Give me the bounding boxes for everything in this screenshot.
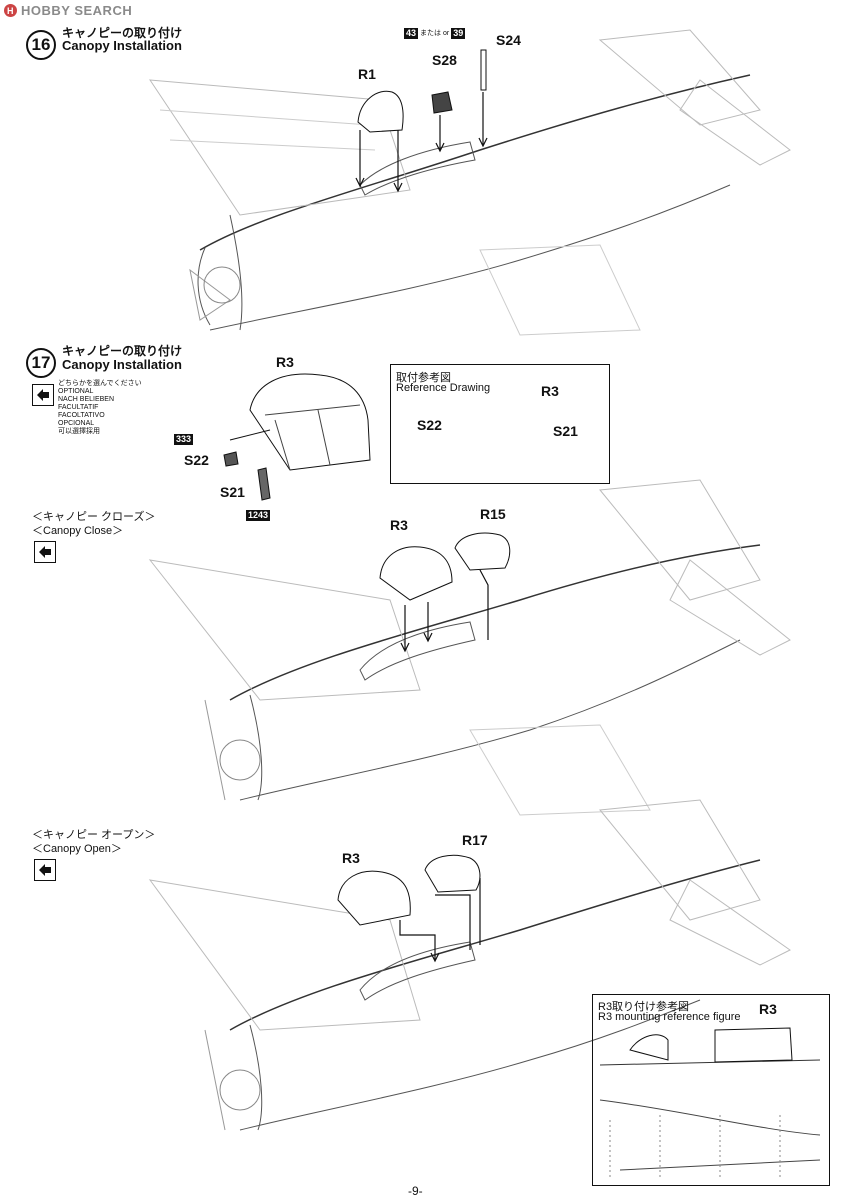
- reference-drawing-box: 取付参考図 Reference Drawing R3 S22 S21: [390, 364, 610, 484]
- canopy-close-label-r15: R15: [480, 506, 506, 522]
- choice-box-39: 39: [451, 28, 466, 39]
- part-label-r1: R1: [358, 66, 376, 82]
- step-17-title-en: Canopy Installation: [62, 357, 182, 372]
- part-label-s21: S21: [220, 484, 245, 500]
- canopy-open-label-jp: ＜キャノピー オープン＞: [32, 829, 156, 841]
- aircraft-drawing-step16: [149, 29, 791, 336]
- step-17-number: 17: [26, 348, 56, 378]
- optional-text-line: 可以選擇採用: [58, 428, 100, 435]
- optional-text-line: NACH BELIEBEN: [58, 396, 115, 403]
- canopy-open-label-r3: R3: [342, 850, 360, 866]
- watermark: H HOBBY SEARCH: [4, 3, 132, 18]
- reference-label-s21: S21: [553, 423, 578, 439]
- part-box-1243: 1243: [246, 510, 271, 521]
- r3-mounting-reference-box: R3取り付け参考図 R3 mounting reference figure R…: [592, 994, 830, 1186]
- r3-reference-title-en: R3 mounting reference figure: [598, 1011, 741, 1023]
- step-17-title-jp: キャノピーの取り付け: [62, 344, 183, 358]
- part-label-s24: S24: [496, 32, 521, 48]
- step-16-title-jp: キャノピーの取り付け: [62, 26, 183, 40]
- page-number: -9-: [408, 1184, 423, 1198]
- aircraft-drawing-canopy-open: [148, 799, 791, 1131]
- reference-label-s22: S22: [417, 417, 442, 433]
- part-box-333: 333: [174, 434, 194, 445]
- step-16-title-en: Canopy Installation: [62, 38, 182, 53]
- optional-text-line: FACULTATIF: [58, 404, 99, 411]
- canopy-close-label-en: ＜Canopy Close＞: [32, 525, 124, 537]
- step-16-number: 16: [26, 30, 56, 60]
- canopy-close-label-r3: R3: [390, 517, 408, 533]
- r3-reference-label-r3: R3: [759, 1001, 777, 1017]
- r3-reference-title-jp: R3取り付け参考図: [598, 1001, 690, 1013]
- part-label-s28: S28: [432, 52, 457, 68]
- optional-icon: [32, 384, 54, 406]
- step-16-choice: 43 または or 39: [404, 28, 466, 39]
- part-label-s22: S22: [184, 452, 209, 468]
- optional-text-line: FACOLTATIVO: [58, 412, 105, 419]
- canopy-close-label-jp: ＜キャノピー クローズ＞: [32, 511, 156, 523]
- canopy-open-arrows: [399, 878, 481, 963]
- choice-box-43: 43: [404, 28, 419, 39]
- optional-text-line: どちらかを選んでください: [58, 380, 142, 387]
- canopy-open-option-icon: [34, 859, 56, 881]
- optional-text-line: OPTIONAL: [58, 388, 94, 395]
- canopy-open-label-r17: R17: [462, 832, 488, 848]
- canopy-close-arrows: [400, 569, 489, 653]
- choice-or: または or: [420, 29, 450, 37]
- optional-text: どちらかを選んでください OPTIONAL NACH BELIEBEN FACU…: [58, 380, 142, 436]
- r3-reference-figure-drawing: [599, 1027, 821, 1180]
- reference-title-en: Reference Drawing: [396, 382, 491, 394]
- canopy-open-label-en: ＜Canopy Open＞: [32, 843, 122, 855]
- watermark-text: HOBBY SEARCH: [21, 3, 133, 18]
- reference-label-r3: R3: [541, 383, 559, 399]
- optional-text-line: OPCIONAL: [58, 420, 95, 427]
- part-label-r3: R3: [276, 354, 294, 370]
- canopy-close-option-icon: [34, 541, 56, 563]
- aircraft-drawing-canopy-close: [148, 479, 791, 816]
- step16-arrows: [355, 92, 488, 193]
- reference-title-jp: 取付参考図: [396, 372, 451, 384]
- watermark-logo-icon: H: [4, 4, 17, 17]
